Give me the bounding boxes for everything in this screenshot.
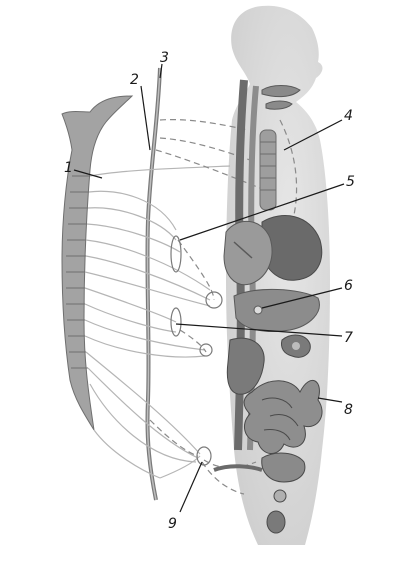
label-9: 9 bbox=[168, 516, 177, 532]
label-4: 4 bbox=[344, 108, 353, 124]
kidney bbox=[281, 334, 311, 358]
ganglia bbox=[170, 235, 223, 466]
label-7: 7 bbox=[344, 330, 353, 346]
label-1: 1 bbox=[64, 160, 73, 176]
label-3: 3 bbox=[160, 50, 169, 66]
label-5: 5 bbox=[346, 174, 355, 190]
nerve-fibers bbox=[84, 165, 231, 479]
leader-lines bbox=[73, 63, 345, 513]
trachea bbox=[259, 129, 277, 211]
pancreas bbox=[226, 337, 265, 395]
stomach bbox=[233, 289, 320, 332]
heart-lungs bbox=[223, 215, 323, 286]
sympathetic-trunk bbox=[145, 67, 162, 501]
intestines bbox=[243, 379, 323, 454]
label-6: 6 bbox=[344, 278, 353, 294]
spinal-column bbox=[61, 95, 134, 431]
label-2: 2 bbox=[130, 72, 139, 88]
label-8: 8 bbox=[344, 402, 353, 418]
head-glands bbox=[261, 85, 301, 110]
pelvic-organs bbox=[213, 452, 306, 534]
